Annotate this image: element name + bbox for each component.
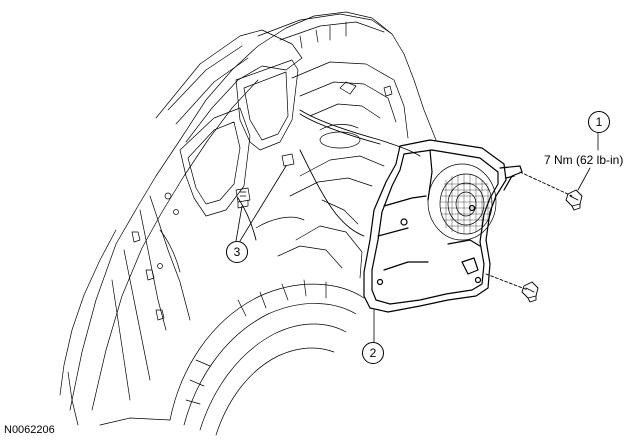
inner-body-structure — [111, 192, 191, 401]
roof-rail — [155, 13, 393, 143]
speaker-grille-mesh — [439, 173, 493, 235]
callout-2-marker: 2 — [362, 342, 384, 364]
upper-bolt — [519, 171, 583, 211]
figure-id-label: N0062206 — [4, 424, 55, 436]
callout-3-marker: 3 — [226, 241, 248, 263]
trunk-floor — [99, 155, 385, 426]
callout-leader-lines — [235, 132, 599, 343]
rear-shelf — [291, 61, 409, 149]
speaker-connector — [235, 153, 295, 209]
quarter-panel-outline — [59, 11, 437, 426]
rear-window-opening — [235, 59, 299, 151]
wiring-harness — [237, 109, 421, 241]
torque-spec-label: 7 Nm (62 lb-in) — [544, 153, 624, 167]
lower-bolt — [485, 273, 539, 303]
wheelhouse-arch — [169, 279, 365, 436]
side-window-frame — [179, 107, 251, 217]
callout-1-marker: 1 — [588, 111, 610, 133]
subwoofer-enclosure — [363, 139, 523, 313]
